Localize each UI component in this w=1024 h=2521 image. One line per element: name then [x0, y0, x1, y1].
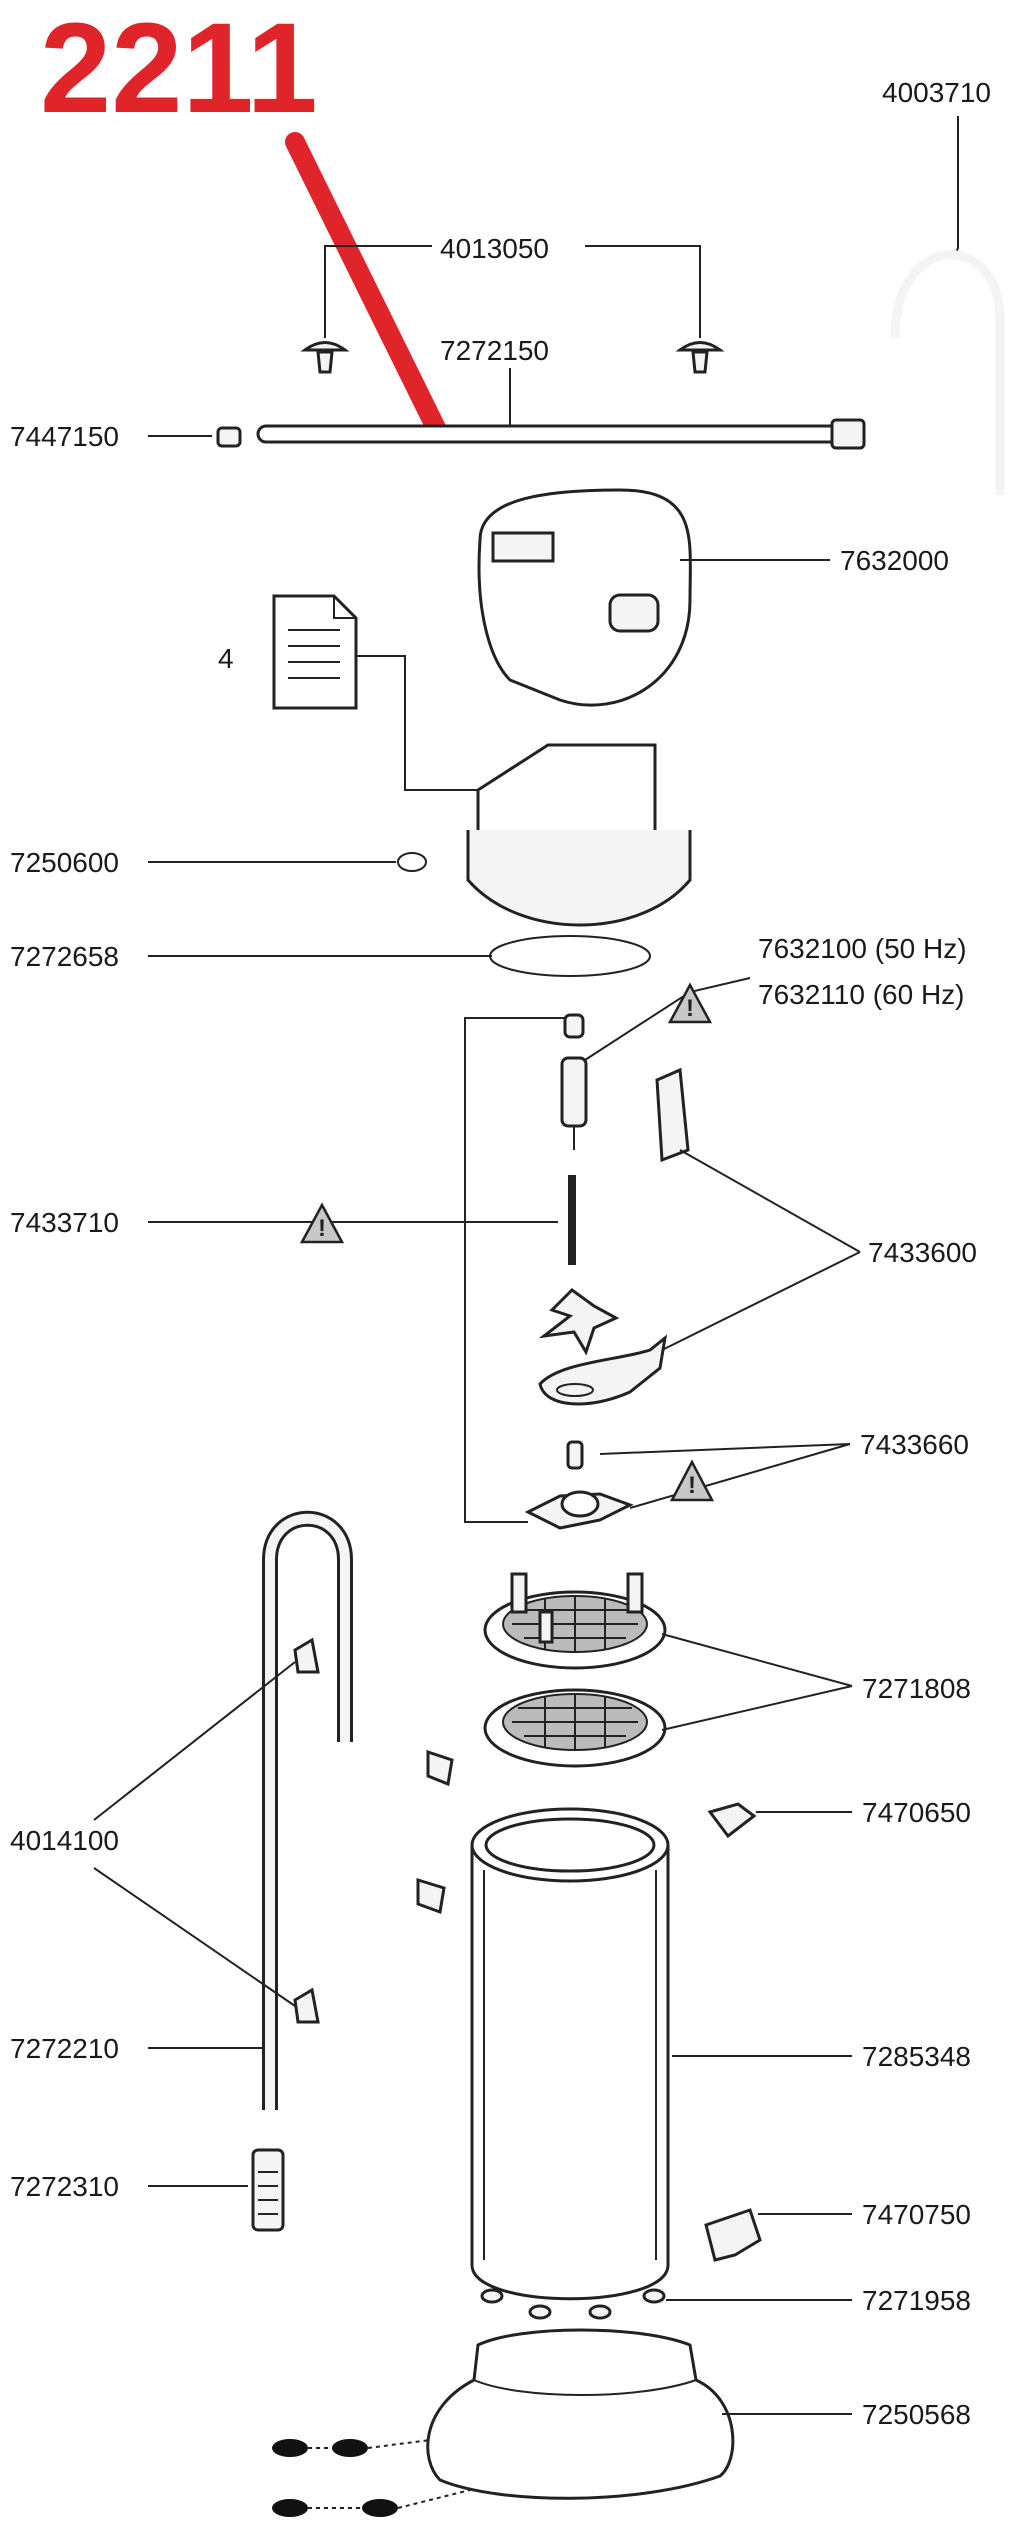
leader-4014100-lower [93, 1867, 296, 2007]
impeller-cover-plate [538, 1334, 668, 1406]
leader-7433660-upper [599, 1443, 851, 1455]
leader-7271808-lower [661, 1685, 853, 1731]
model-number-title: 2211 [40, 0, 318, 140]
filter-plate-top [483, 1572, 667, 1670]
impeller [538, 1288, 620, 1356]
outlet-bend-pipe [894, 253, 1001, 495]
outlet-elbow [704, 2208, 762, 2262]
control-panel [491, 531, 555, 563]
rotor-cap [563, 1013, 585, 1039]
svg-text:!: ! [686, 995, 694, 1022]
label-7447150: 7447150 [10, 421, 119, 452]
warning-icon: ! [667, 982, 713, 1024]
warning-icon: ! [669, 1459, 715, 1502]
filter-plate-bottom [483, 1688, 667, 1768]
doc-count: 4 [218, 643, 234, 674]
spray-bar-end-cap [830, 418, 866, 450]
svg-text:!: ! [688, 1472, 696, 1499]
rubber-feet [480, 2288, 666, 2320]
suction-cup-right [675, 341, 725, 374]
label-7272658: 7272658 [10, 941, 119, 972]
label-7433600: 7433600 [868, 1237, 977, 1268]
label-7285348: 7285348 [862, 2041, 971, 2072]
spray-bar [256, 424, 840, 444]
suction-cup-left [300, 341, 350, 374]
leader-7433660-lower [629, 1443, 851, 1509]
leader-7632100 [584, 977, 751, 1061]
clip-left-upper [426, 1749, 454, 1787]
label-4014100: 4014100 [10, 1825, 119, 1856]
small-o-ring [397, 852, 427, 872]
label-7632110: 7632110 (60 Hz) [758, 979, 965, 1010]
label-7433660: 7433660 [860, 1429, 969, 1460]
control-knob [608, 593, 660, 633]
leader-4013050-right [585, 245, 701, 338]
label-7632000: 7632000 [840, 545, 949, 576]
document-icon [272, 594, 358, 710]
intake-strainer [251, 2148, 285, 2232]
bearing-sleeve [566, 1440, 584, 1470]
label-7272150: 7272150 [440, 335, 549, 366]
label-7271808: 7271808 [862, 1673, 971, 1704]
label-7272210: 7272210 [10, 2033, 119, 2064]
warning-icon: ! [299, 1202, 345, 1244]
label-7632100: 7632100 (50 Hz) [758, 933, 967, 964]
filter-canister [470, 1807, 670, 2301]
head-gasket [489, 935, 651, 977]
base-stand [426, 2328, 735, 2500]
leader-4013050-left [324, 245, 432, 338]
label-4003710: 4003710 [882, 77, 991, 108]
clip-left-lower [416, 1877, 446, 1915]
label-7470650: 7470650 [862, 1797, 971, 1828]
base-pads [272, 2439, 471, 2517]
clip-right [707, 1802, 757, 1839]
motor-head-cover [477, 488, 692, 707]
label-7250600: 7250600 [10, 847, 119, 878]
inlet-suction-cup-lower [293, 1987, 320, 2024]
label-4013050: 4013050 [440, 233, 549, 264]
leader-4003710 [954, 116, 959, 256]
bracket-rotor-assembly [464, 1017, 570, 1523]
leader-document [356, 655, 478, 791]
inlet-suction-cup-upper [293, 1637, 320, 1674]
red-pointer-arrow [285, 132, 446, 438]
leader-7433600-upper [679, 1149, 861, 1253]
leader-7271808-upper [661, 1633, 853, 1687]
label-7470750: 7470750 [862, 2199, 971, 2230]
label-7271958: 7271958 [862, 2285, 971, 2316]
label-7433710: 7433710 [10, 1207, 119, 1238]
rotor-magnet [560, 1056, 588, 1128]
svg-text:!: ! [318, 1215, 326, 1242]
motor-unit-base [466, 830, 692, 927]
impeller-cover-tab [655, 1067, 690, 1163]
label-7272310: 7272310 [10, 2171, 119, 2202]
leader-4014100-upper [93, 1661, 296, 1821]
leader-7433600-lower [649, 1251, 861, 1357]
label-7250568: 7250568 [862, 2399, 971, 2430]
end-plug [216, 426, 242, 448]
